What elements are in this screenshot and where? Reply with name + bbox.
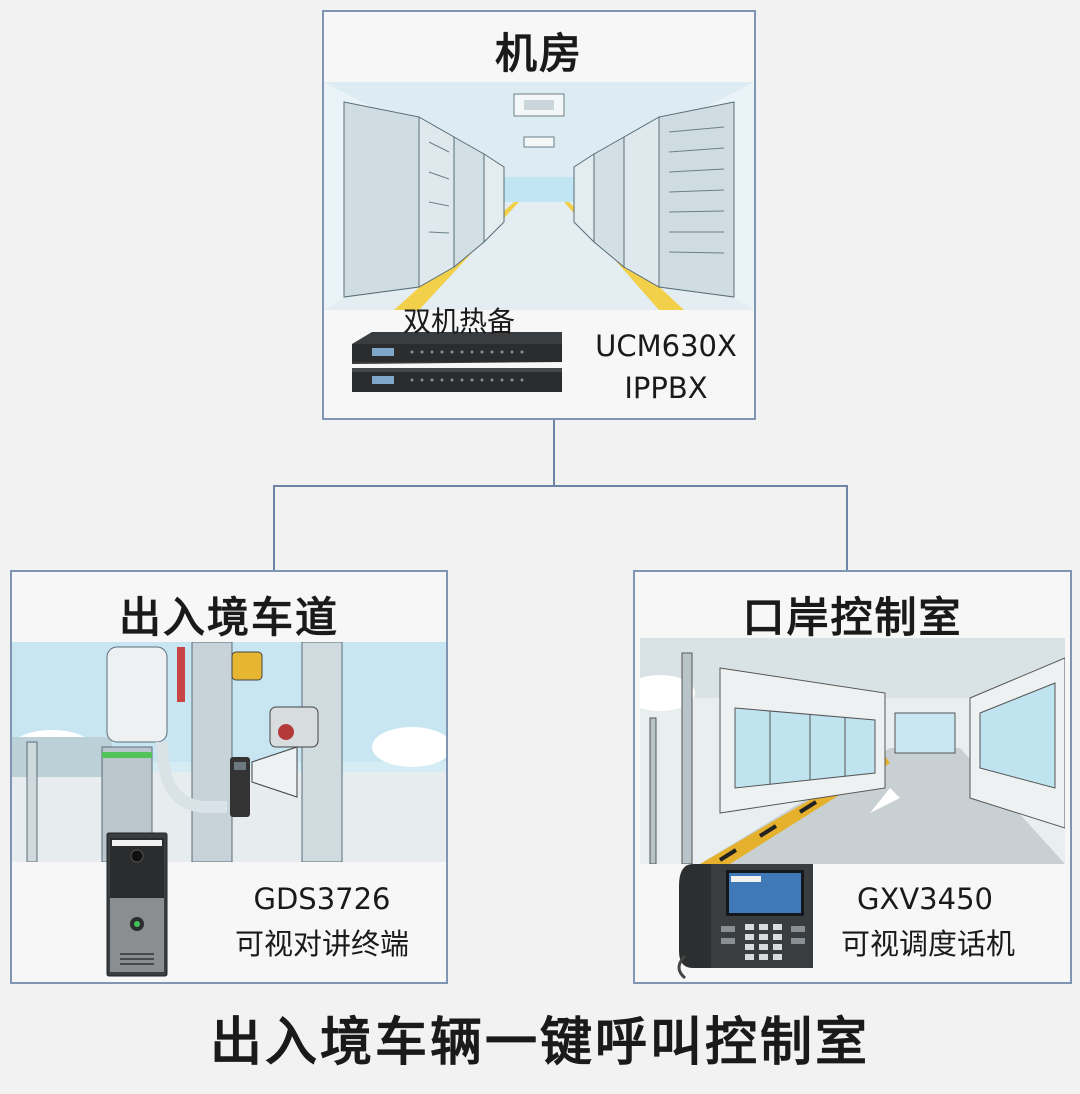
server-room-box: 机房 <box>322 10 756 420</box>
connector-right-drop <box>846 485 848 571</box>
redundancy-label: 双机热备 <box>402 305 515 338</box>
gds3726-type-label: 可视对讲终端 <box>234 927 409 961</box>
control-room-illustration <box>640 638 1065 864</box>
gxv3450-device-image <box>671 856 819 982</box>
entry-lane-illustration <box>12 642 446 862</box>
diagram-caption: 出入境车辆一键呼叫控制室 <box>209 1013 870 1073</box>
control-room-title: 口岸控制室 <box>742 593 963 642</box>
connector-horizontal <box>273 485 848 487</box>
gds3726-model-label: GDS3726 <box>253 882 391 916</box>
entry-lane-title: 出入境车道 <box>118 593 339 642</box>
gds3726-device-image <box>106 832 168 977</box>
ucm630x-model-label: UCM630X <box>595 329 737 363</box>
connector-vertical-top <box>553 420 555 486</box>
connector-left-drop <box>273 485 275 571</box>
server-room-title: 机房 <box>494 29 583 78</box>
gxv3450-model-label: GXV3450 <box>857 882 993 916</box>
ippbx-type-label: IPPBX <box>624 371 708 405</box>
server-room-illustration <box>324 82 754 310</box>
entry-lane-box: 出入境车道 <box>10 570 448 984</box>
ucm630x-device-image <box>342 324 568 404</box>
control-room-box: 口岸控制室 <box>633 570 1072 984</box>
gxv3450-type-label: 可视调度话机 <box>840 927 1015 961</box>
